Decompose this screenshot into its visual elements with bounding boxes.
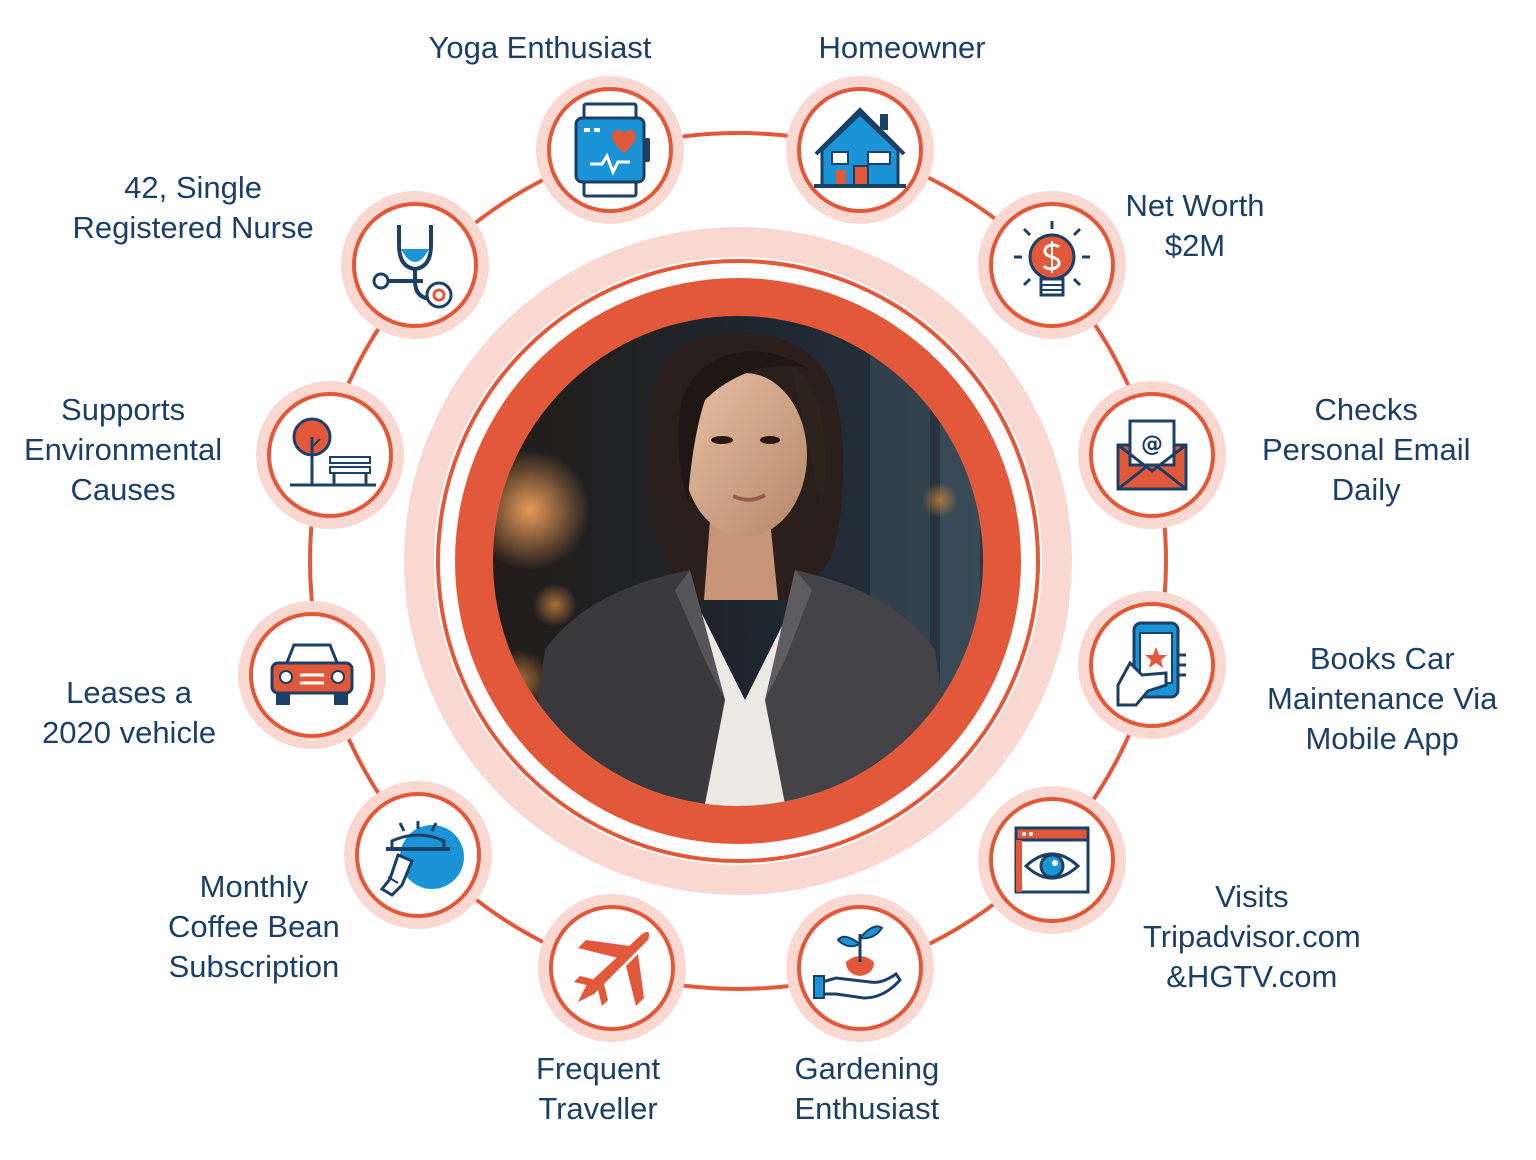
trait-label-homeowner: Homeowner: [819, 28, 986, 68]
trait-label-line: Personal Email: [1262, 432, 1471, 467]
trait-label-line: 42, Single: [124, 170, 263, 205]
trait-label-line: Checks: [1314, 392, 1418, 427]
trait-node-vehicle: [238, 601, 386, 749]
trait-label-line: Registered Nurse: [72, 210, 314, 245]
hand-sprout-icon: [813, 925, 902, 1000]
trait-label-line: Leases a: [66, 675, 192, 710]
trait-label-line: Mobile App: [1305, 721, 1459, 756]
trait-node-email: @: [1078, 381, 1226, 529]
trait-label-line: 2020 vehicle: [42, 715, 217, 750]
trait-node-environment: [256, 381, 404, 529]
serving-tray-icon: [379, 821, 464, 897]
trait-label-networth: Net Worth $2M: [1126, 186, 1265, 266]
trait-label-line: Net Worth: [1125, 188, 1265, 223]
trait-label-line: Gardening: [794, 1051, 940, 1086]
trait-badge: [352, 202, 478, 328]
smartwatch-heart-icon: [574, 102, 650, 198]
trait-label-line: Daily: [1331, 472, 1401, 507]
stethoscope-icon: [372, 225, 453, 309]
trait-label-line: Yoga Enthusiast: [428, 30, 652, 65]
tree-bench-icon: [290, 417, 376, 487]
orbit-ring: [308, 131, 1168, 991]
trait-label-line: Coffee Bean: [168, 909, 340, 944]
trait-label-line: Supports: [61, 392, 186, 427]
trait-node-coffee: [344, 781, 492, 929]
trait-node-nurse: [341, 191, 489, 339]
trait-label-line: Frequent: [536, 1051, 661, 1086]
trait-node-carapp: [1078, 591, 1226, 739]
trait-label-line: Monthly: [199, 869, 309, 904]
trait-label-line: Enthusiast: [794, 1091, 940, 1126]
trait-label-line: Books Car: [1309, 641, 1455, 676]
trait-node-homeowner: [786, 76, 934, 224]
portrait-photo: [493, 316, 983, 806]
browser-eye-icon: [1014, 826, 1090, 894]
trait-label-line: Causes: [70, 472, 176, 507]
airplane-icon: [574, 932, 650, 1006]
lightbulb-dollar-icon: [1014, 221, 1090, 297]
trait-label-line: Visits: [1215, 879, 1289, 914]
envelope-at-icon: @: [1116, 419, 1188, 491]
trait-node-yoga: [536, 76, 684, 224]
trait-label-line: &HGTV.com: [1166, 959, 1338, 994]
trait-badge: [267, 392, 393, 518]
house-icon: [814, 107, 906, 188]
trait-node-gardening: [786, 894, 934, 1042]
car-icon: [270, 643, 354, 705]
trait-label-line: Environmental: [24, 432, 223, 467]
trait-label-line: Tripadvisor.com: [1143, 919, 1361, 954]
trait-label-line: Traveller: [538, 1091, 658, 1126]
trait-label-yoga: Yoga Enthusiast: [429, 28, 652, 68]
trait-label-line: Homeowner: [818, 30, 986, 65]
trait-label-line: $2M: [1164, 228, 1226, 263]
trait-node-networth: [978, 191, 1126, 339]
trait-node-traveller: [538, 894, 686, 1042]
trait-label-vehicle: Leases a 2020 vehicle: [42, 673, 216, 753]
trait-label-line: Maintenance Via: [1267, 681, 1498, 716]
trait-node-visits: [978, 786, 1126, 934]
trait-label-line: Subscription: [168, 949, 340, 984]
svg-text:@: @: [1141, 432, 1163, 457]
phone-star-icon: [1116, 621, 1186, 707]
